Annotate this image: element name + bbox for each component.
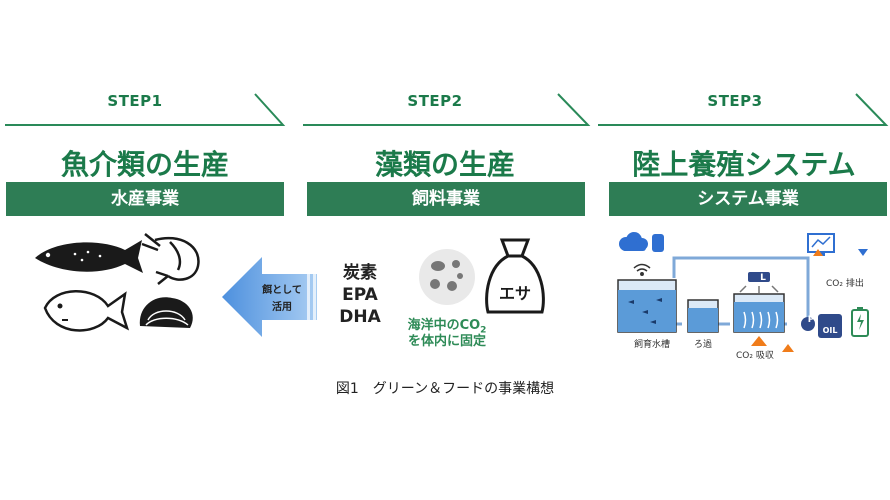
step3-rule [598,93,889,126]
feed-bag-label: エサ [498,284,531,303]
step2-label: STEP2 [407,92,463,110]
step1-label: STEP1 [107,92,163,110]
nutrient-dha: DHA [339,307,381,327]
oil-drum-icon [818,314,842,338]
database-icon [652,234,664,252]
wifi-icon [633,263,651,276]
co2-fixation-note-line2: を体内に固定 [407,334,486,349]
step1-band: 水産事業 [6,182,284,216]
arrow-label-2: 活用 [272,302,292,313]
pump-label: P [807,315,815,325]
step3-label: STEP3 [707,92,763,110]
step1-rule [5,93,286,126]
co2-fixation-note-line1: 海洋中のCO2 [407,318,487,336]
algae-icon [419,249,475,305]
nutrient-carbon: 炭素 [343,263,377,283]
filter-tank-icon [687,299,719,333]
step2-band: 飼料事業 [307,182,585,216]
algae-tank-icon [733,272,785,333]
co2-arrows [751,249,823,352]
arrow-label-1: 餌として [262,285,302,296]
monitor-icon [807,233,835,256]
shrimp-icon [141,233,200,285]
feed-arrow [222,257,317,337]
nutrient-epa: EPA [342,285,378,305]
cloud-icon [619,232,648,251]
step-rules [5,93,889,126]
pump-icon [801,317,815,331]
step1-title: 魚介類の生産 [60,148,229,181]
down-arrow-icon [858,249,868,256]
step2-title: 藻類の生産 [374,148,515,181]
co2-emission-label: CO₂ 排出 [826,279,864,289]
rearing-tank-label: 飼育水槽 [633,340,670,350]
step2-rule [303,93,591,126]
rearing-tank-icon [617,279,677,333]
filter-tank-label: ろ過 [693,340,712,350]
salmon-icon [35,240,143,273]
oil-label: OIL [822,326,838,335]
clam-icon [139,297,193,328]
aquaculture-system-diagram [617,232,869,352]
figure-caption: 図1 グリーン＆フードの事業構想 [335,381,555,397]
battery-icon [851,307,869,337]
step3-title: 陸上養殖システム [632,148,856,181]
seafood-icons [35,233,200,332]
light-label: L [760,273,766,283]
feed-bag-icon [485,238,545,314]
flounder-icon [43,290,130,332]
co2-absorb-label: CO₂ 吸収 [736,351,774,361]
step3-band: システム事業 [609,182,887,216]
